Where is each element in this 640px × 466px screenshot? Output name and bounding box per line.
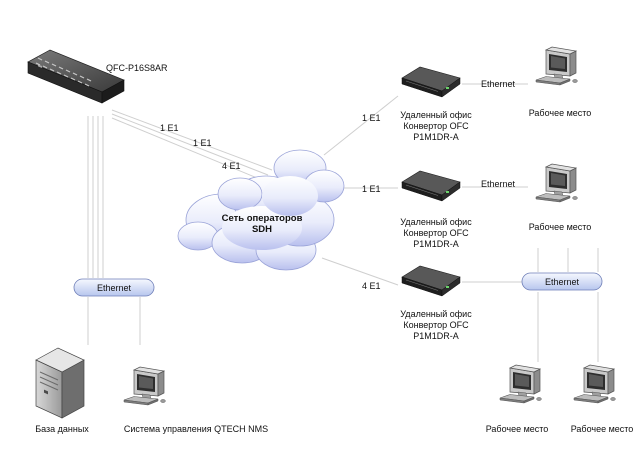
cloud-label-line1: Сеть операторов — [222, 213, 303, 224]
link-switch-cloud-3 — [111, 117, 263, 181]
ethernet-hub-right — [521, 272, 603, 291]
workstation-1 — [535, 46, 578, 86]
link-label-office-1: 1 E1 — [362, 113, 381, 123]
office-1-line3: P1M1DR-A — [413, 132, 459, 142]
hub-left-label: Ethernet — [97, 283, 132, 293]
link-cloud-office-3 — [321, 257, 399, 286]
switch-device — [27, 49, 125, 104]
link-switch-cloud-2 — [111, 113, 269, 176]
converter-office-1 — [401, 66, 461, 98]
sdh-cloud — [177, 149, 345, 271]
office-3-line2: Конвертор OFC — [403, 320, 469, 330]
cloud-label-line2: SDH — [252, 224, 272, 235]
office-1-line2: Конвертор OFC — [403, 121, 469, 131]
converter-office-3 — [401, 265, 461, 297]
ethernet-label-office-2: Ethernet — [481, 179, 516, 189]
link-label-office-3: 4 E1 — [362, 281, 381, 291]
link-label-switch-1: 1 E1 — [160, 123, 179, 133]
workstation-1-label: Рабочее место — [529, 108, 592, 118]
connection-lines — [87, 83, 599, 362]
workstation-3 — [499, 364, 542, 404]
office-3-line3: P1M1DR-A — [413, 331, 459, 341]
ethernet-hub-left — [73, 278, 155, 297]
link-switch-cloud-1 — [111, 109, 273, 171]
workstation-2-label: Рабочее место — [529, 222, 592, 232]
workstation-3-label: Рабочее место — [486, 424, 549, 434]
office-2-line3: P1M1DR-A — [413, 239, 459, 249]
link-label-switch-2: 1 E1 — [193, 138, 212, 148]
workstation-4 — [573, 364, 616, 404]
hub-right-label: Ethernet — [545, 277, 580, 287]
converter-office-2 — [401, 170, 461, 202]
office-2-line1: Удаленный офис — [400, 217, 472, 227]
workstation-2 — [535, 163, 578, 203]
link-label-switch-3: 4 E1 — [222, 161, 241, 171]
ethernet-label-office-1: Ethernet — [481, 79, 516, 89]
database-label: База данных — [35, 424, 89, 434]
link-cloud-office-1 — [323, 95, 399, 156]
office-3-line1: Удаленный офис — [400, 309, 472, 319]
workstation-4-label: Рабочее место — [571, 424, 634, 434]
office-1-line1: Удаленный офис — [400, 110, 472, 120]
nms-label: Система управления QTECH NMS — [124, 424, 268, 434]
database-server — [35, 347, 85, 419]
switch-label: QFC-P16S8AR — [106, 63, 168, 73]
office-2-line2: Конвертор OFC — [403, 228, 469, 238]
link-label-office-2: 1 E1 — [362, 184, 381, 194]
nms-workstation — [123, 366, 166, 406]
